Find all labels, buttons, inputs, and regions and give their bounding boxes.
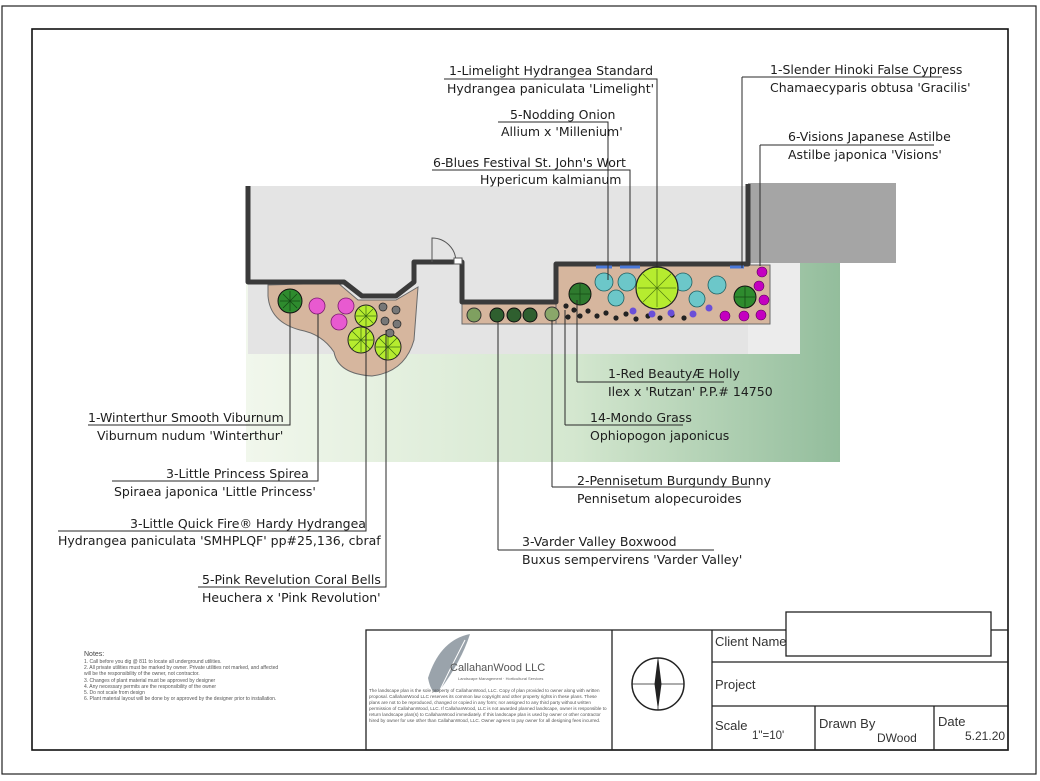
label-nodding-onion-botanical: Allium x 'Millenium': [501, 124, 623, 139]
label-viburnum-common: 1-Winterthur Smooth Viburnum: [88, 410, 284, 425]
limelight-hydrangea-plant: [635, 266, 679, 310]
door-swing: [431, 237, 463, 265]
note-item: 5. Do not scale from design: [84, 690, 145, 697]
label-pennisetum-common: 2-Pennisetum Burgundy Bunny: [577, 473, 771, 488]
house-wall-outline: [245, 184, 751, 305]
coral-bells-plant: [378, 302, 402, 338]
company-name: CallahanWood LLC: [450, 662, 546, 674]
title-block-frame: [365, 611, 1009, 751]
scale-value: 1"=10': [752, 730, 785, 742]
label-boxwood-common: 3-Varder Valley Boxwood: [522, 534, 677, 549]
label-mondo-grass-common: 14-Mondo Grass: [590, 410, 692, 425]
drawn-by-value: DWood: [877, 731, 917, 745]
note-item: 1. Call before you dig @ 811 to locate a…: [84, 659, 222, 665]
note-item: 2. All private utilities must be marked …: [84, 665, 279, 672]
label-viburnum-botanical: Viburnum nudum 'Winterthur': [97, 428, 284, 443]
label-mondo-grass-botanical: Ophiopogon japonicus: [590, 428, 730, 443]
scale-label: Scale: [715, 718, 748, 733]
label-holly-botanical: Ilex x 'Rutzan' P.P.# 14750: [608, 384, 773, 399]
pennisetum-plant: [544, 306, 560, 322]
drawn-by-label: Drawn By: [819, 716, 876, 731]
sheet-outer-border: [1, 5, 1037, 775]
label-st-johns-wort-botanical: Hypericum kalmianum: [480, 172, 622, 187]
st-johns-wort-plant: [594, 272, 727, 308]
label-spirea-common: 3-Little Princess Spirea: [166, 466, 309, 481]
label-false-cypress-common: 1-Slender Hinoki False Cypress: [770, 62, 963, 77]
leader-lines: [58, 76, 942, 588]
allium-plant: [629, 304, 713, 318]
company-disclaimer: The landscape plan is the sole property …: [369, 688, 607, 723]
company-logo-stem: [439, 639, 466, 691]
project-label: Project: [715, 677, 756, 692]
label-pennisetum-botanical: Pennisetum alopecuroides: [577, 491, 742, 506]
label-coral-bells-common: 5-Pink Revelution Coral Bells: [202, 572, 381, 587]
spirea-plant: [308, 297, 355, 331]
holly-plant: [568, 282, 592, 306]
viburnum-plant: [277, 288, 303, 314]
label-limelight-common: 1-Limelight Hydrangea Standard: [449, 63, 654, 78]
label-boxwood-botanical: Buxus sempervirens 'Varder Valley': [522, 552, 743, 567]
boxwood-plant: [466, 307, 538, 323]
plan-notes: Notes: 1. Call before you dig @ 811 to l…: [84, 650, 294, 702]
label-quick-fire-botanical: Hydrangea paniculata 'SMHPLQF' pp#25,136…: [58, 533, 381, 548]
label-nodding-onion-common: 5-Nodding Onion: [510, 107, 616, 122]
label-astilbe-common: 6-Visions Japanese Astilbe: [788, 129, 951, 144]
mondo-grass-plant: [563, 303, 687, 322]
label-spirea-botanical: Spiraea japonica 'Little Princess': [114, 484, 316, 499]
false-cypress-plant: [733, 285, 757, 309]
note-item: 3. Changes of plant material must be app…: [84, 677, 216, 684]
astilbe-plant: [719, 266, 770, 322]
company-logo-leaf: [428, 634, 470, 693]
garage-footprint: [748, 183, 896, 263]
label-st-johns-wort-common: 6-Blues Festival St. John's Wort: [433, 155, 626, 170]
date-label: Date: [938, 714, 966, 729]
note-item: 6. Plant material layout will be done by…: [84, 696, 277, 703]
notes-title: Notes:: [84, 651, 105, 658]
note-item: 4. Any necessary permits are the respons…: [84, 683, 217, 690]
label-quick-fire-common: 3-Little Quick Fire® Hardy Hydrangea: [130, 516, 366, 531]
north-arrow-icon: [631, 657, 685, 711]
label-coral-bells-botanical: Heuchera x 'Pink Revolution': [202, 590, 381, 605]
company-tagline: Landscape Management · Horticultural Ser…: [458, 676, 544, 681]
label-astilbe-botanical: Astilbe japonica 'Visions': [788, 147, 942, 162]
note-item: will be the responsibility of the owner,…: [84, 671, 200, 678]
label-false-cypress-botanical: Chamaecyparis obtusa 'Gracilis': [770, 80, 971, 95]
label-limelight-botanical: Hydrangea paniculata 'Limelight': [447, 81, 655, 96]
date-value: 5.21.20: [965, 729, 1006, 743]
label-holly-common: 1-Red BeautyÆ Holly: [608, 366, 740, 381]
client-name-label: Client Name: [715, 634, 787, 649]
hydrangea-texture: [349, 306, 400, 359]
